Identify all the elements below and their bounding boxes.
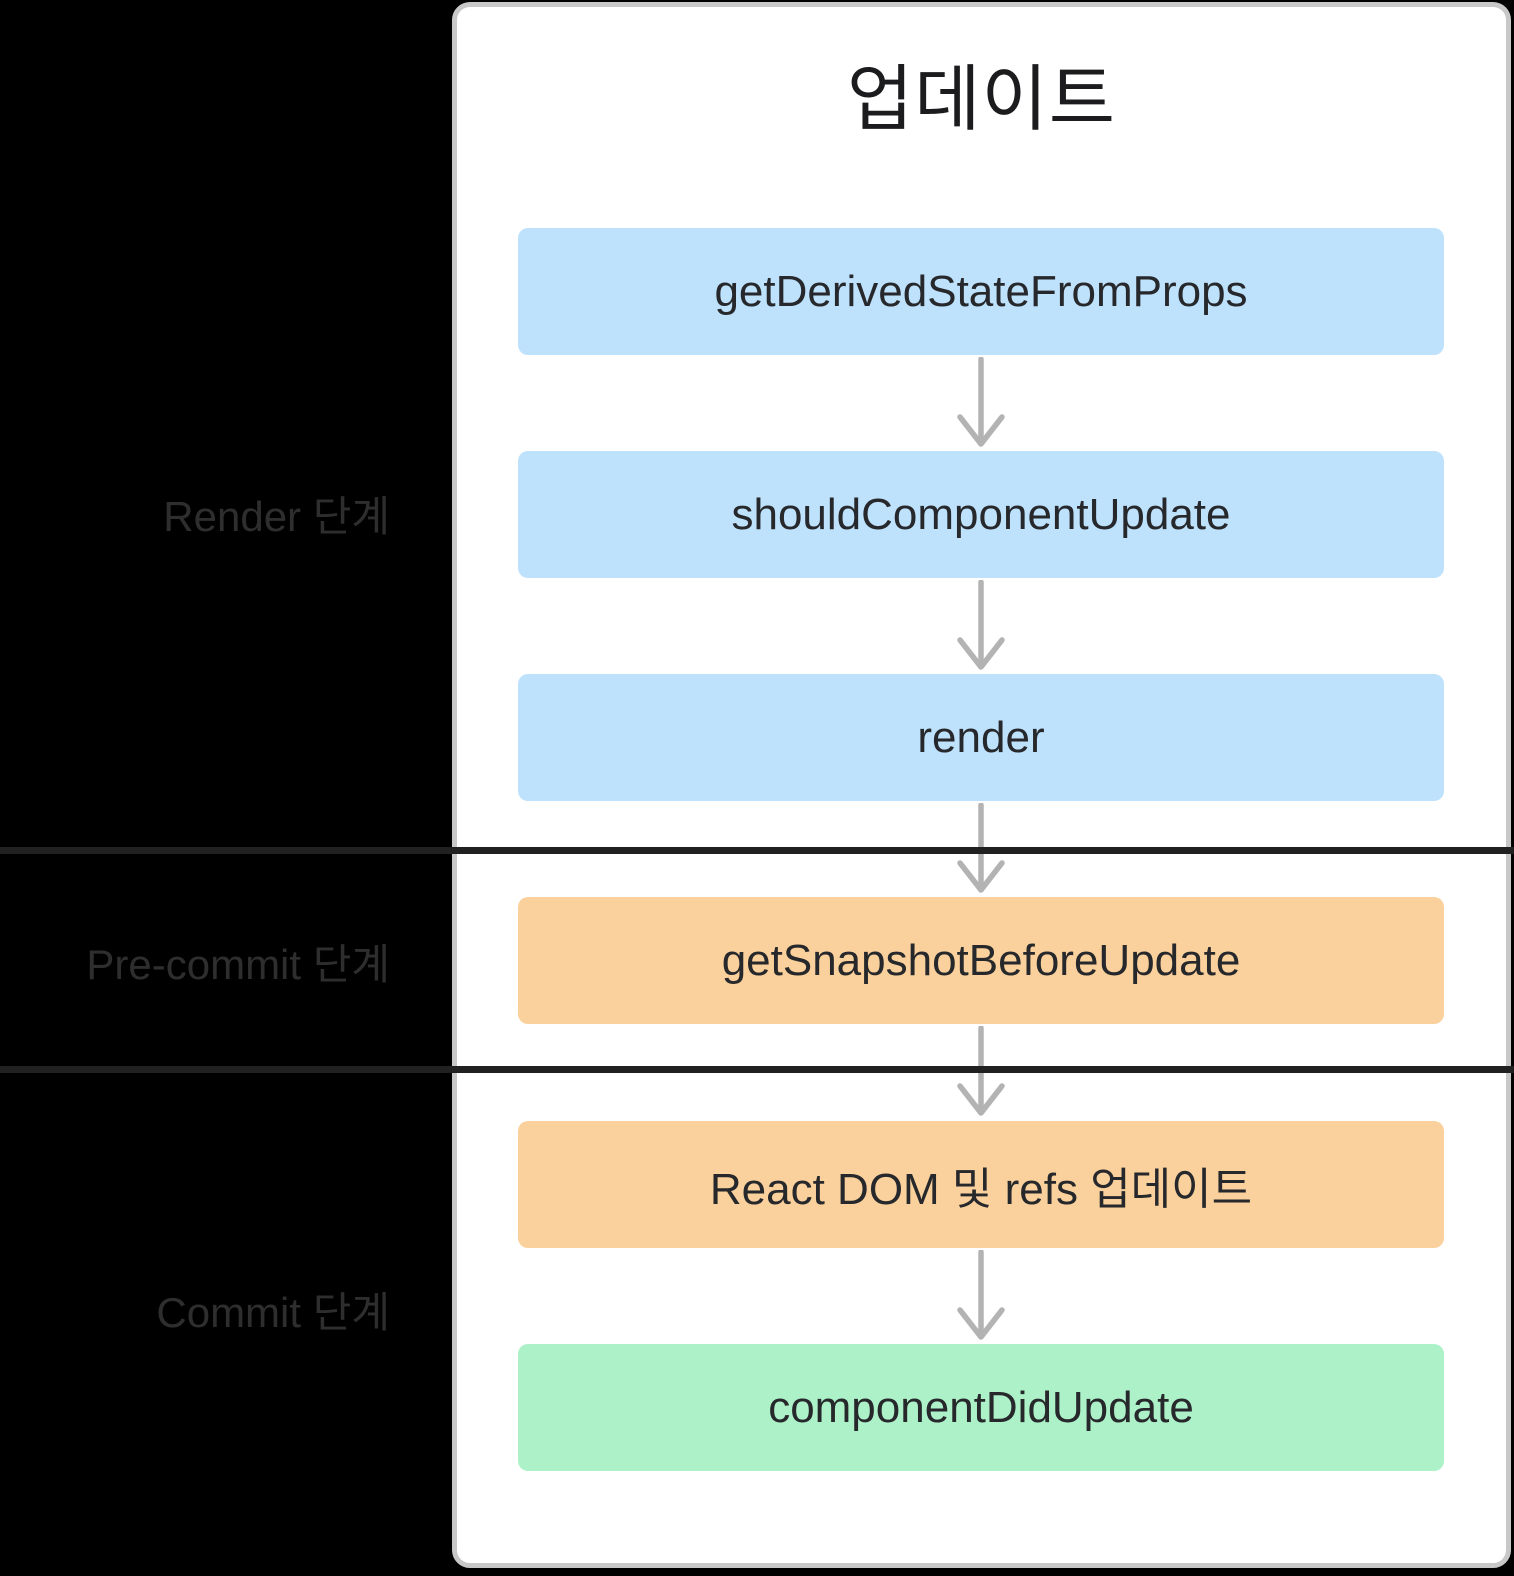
phase-label-pre-commit: Pre-commit 단계	[86, 941, 390, 988]
node-getderivedstatefromprops[interactable]: getDerivedStateFromProps	[518, 228, 1444, 355]
down-arrow-icon	[957, 580, 1005, 670]
phase-divider-precommit-commit	[0, 1066, 1514, 1073]
down-arrow-icon	[957, 357, 1005, 447]
phase-divider-render-precommit	[0, 847, 1514, 854]
phase-label-commit: Commit 단계	[156, 1289, 390, 1336]
node-shouldcomponentupdate[interactable]: shouldComponentUpdate	[518, 451, 1444, 578]
node-render[interactable]: render	[518, 674, 1444, 801]
node-react-dom-refs-update: React DOM 및 refs 업데이트	[518, 1121, 1444, 1248]
down-arrow-icon	[957, 803, 1005, 893]
down-arrow-icon	[957, 1250, 1005, 1340]
diagram-title: 업데이트	[847, 60, 1116, 140]
node-componentdidupdate[interactable]: componentDidUpdate	[518, 1344, 1444, 1471]
node-getsnapshotbeforeupdate[interactable]: getSnapshotBeforeUpdate	[518, 897, 1444, 1024]
phase-label-render: Render 단계	[163, 493, 390, 540]
